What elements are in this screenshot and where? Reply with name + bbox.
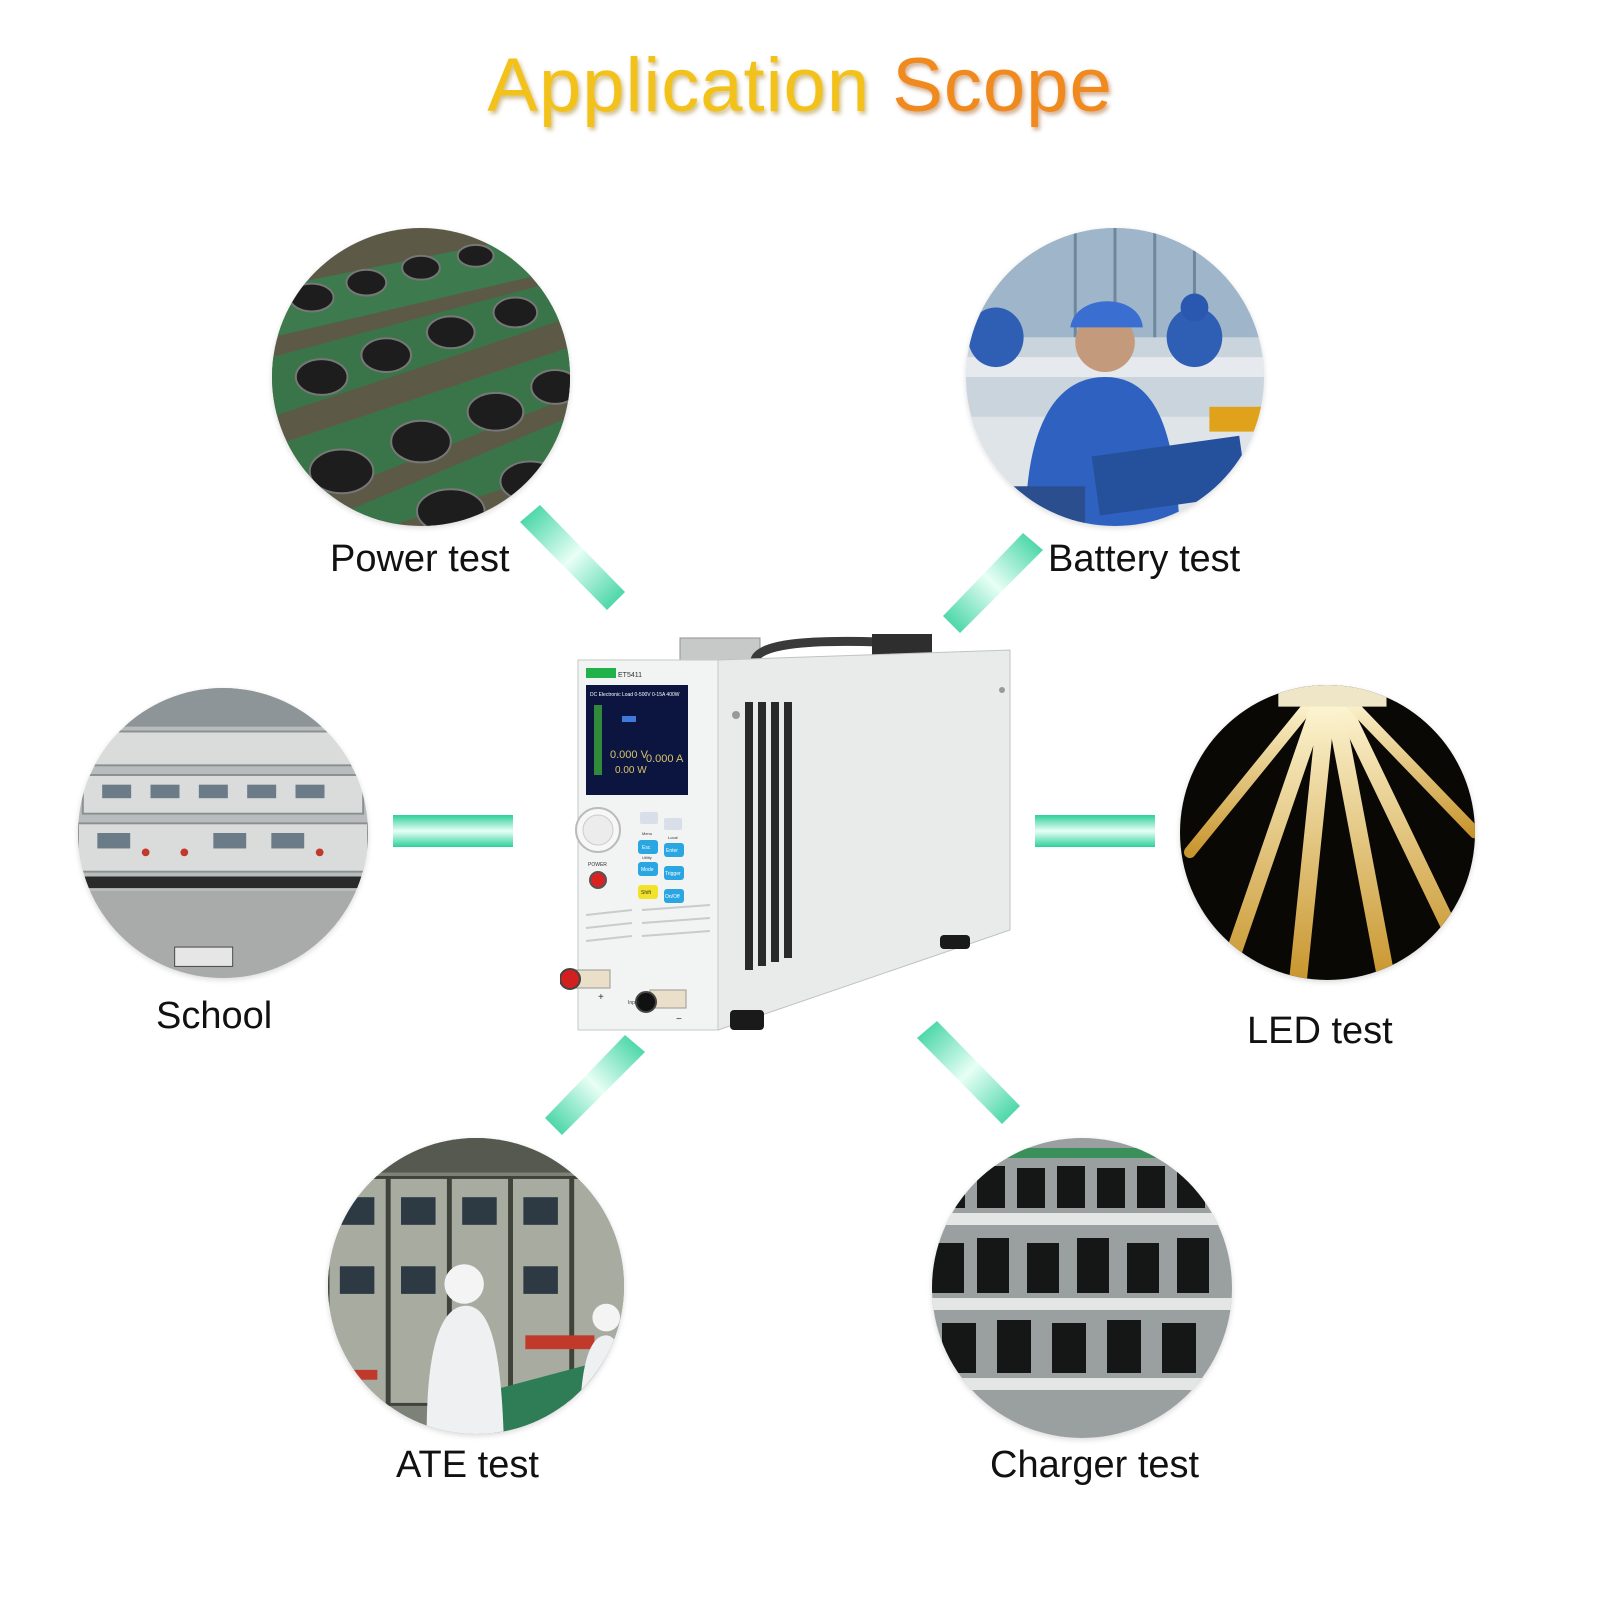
title-word-scope: Scope — [892, 43, 1113, 128]
school-photo — [78, 688, 368, 978]
terminal-minus-label: − — [676, 1014, 682, 1025]
enter-button[interactable] — [664, 843, 684, 857]
connector-school — [393, 815, 513, 847]
terminal-plus-label: + — [598, 992, 604, 1003]
label-led-test: LED test — [1247, 1010, 1393, 1052]
mode-button[interactable] — [638, 862, 658, 876]
terminal-negative[interactable] — [635, 991, 657, 1013]
page-title: Application Scope — [0, 42, 1600, 129]
menu-label: Menu — [642, 831, 652, 836]
esc-button[interactable] — [638, 840, 658, 854]
connector-power — [520, 505, 625, 610]
onoff-button[interactable] — [664, 889, 684, 903]
title-word-application: Application — [487, 43, 871, 128]
connector-led — [1035, 815, 1155, 847]
mode-label: Mode — [641, 867, 654, 873]
electronic-load-device: ET5411 DC Electronic Load 0-500V 0-15A 4… — [560, 634, 1011, 1031]
ate-test-photo — [328, 1138, 624, 1434]
device-model: ET5411 — [618, 672, 642, 679]
label-battery-test: Battery test — [1048, 538, 1241, 580]
esc-label: Esc — [642, 845, 651, 851]
utility-label: Utility — [642, 855, 652, 860]
terminal-positive[interactable] — [560, 968, 581, 990]
readout-current: 0.000 A — [646, 753, 684, 765]
power-button[interactable] — [589, 871, 607, 889]
local-label: Local — [668, 835, 678, 840]
shift-button[interactable] — [638, 885, 658, 899]
readout-voltage: 0.000 V — [610, 749, 649, 761]
label-school: School — [156, 995, 273, 1037]
input-label: Input — [628, 1000, 640, 1006]
battery-test-photo — [966, 228, 1264, 526]
connector-battery — [943, 533, 1043, 633]
enter-label: Enter — [666, 848, 678, 854]
label-charger-test: Charger test — [990, 1444, 1200, 1486]
trigger-label: Trigger — [665, 871, 681, 877]
connector-charger — [917, 1021, 1020, 1124]
power-label: POWER — [588, 862, 607, 868]
device-spec: DC Electronic Load 0-500V 0-15A 400W — [590, 692, 680, 698]
power-test-photo — [272, 228, 570, 526]
shift-label: Shift — [641, 890, 652, 896]
arrow-right-button[interactable] — [664, 818, 682, 830]
label-power-test: Power test — [330, 538, 510, 580]
label-ate-test: ATE test — [396, 1444, 539, 1486]
trigger-button[interactable] — [664, 866, 684, 880]
connector-ate — [545, 1035, 645, 1135]
charger-test-photo — [932, 1138, 1232, 1438]
onoff-label: On/Off — [665, 894, 680, 900]
led-test-photo — [1180, 685, 1475, 980]
readout-power: 0.00 W — [615, 765, 647, 776]
arrow-left-button[interactable] — [640, 812, 658, 824]
